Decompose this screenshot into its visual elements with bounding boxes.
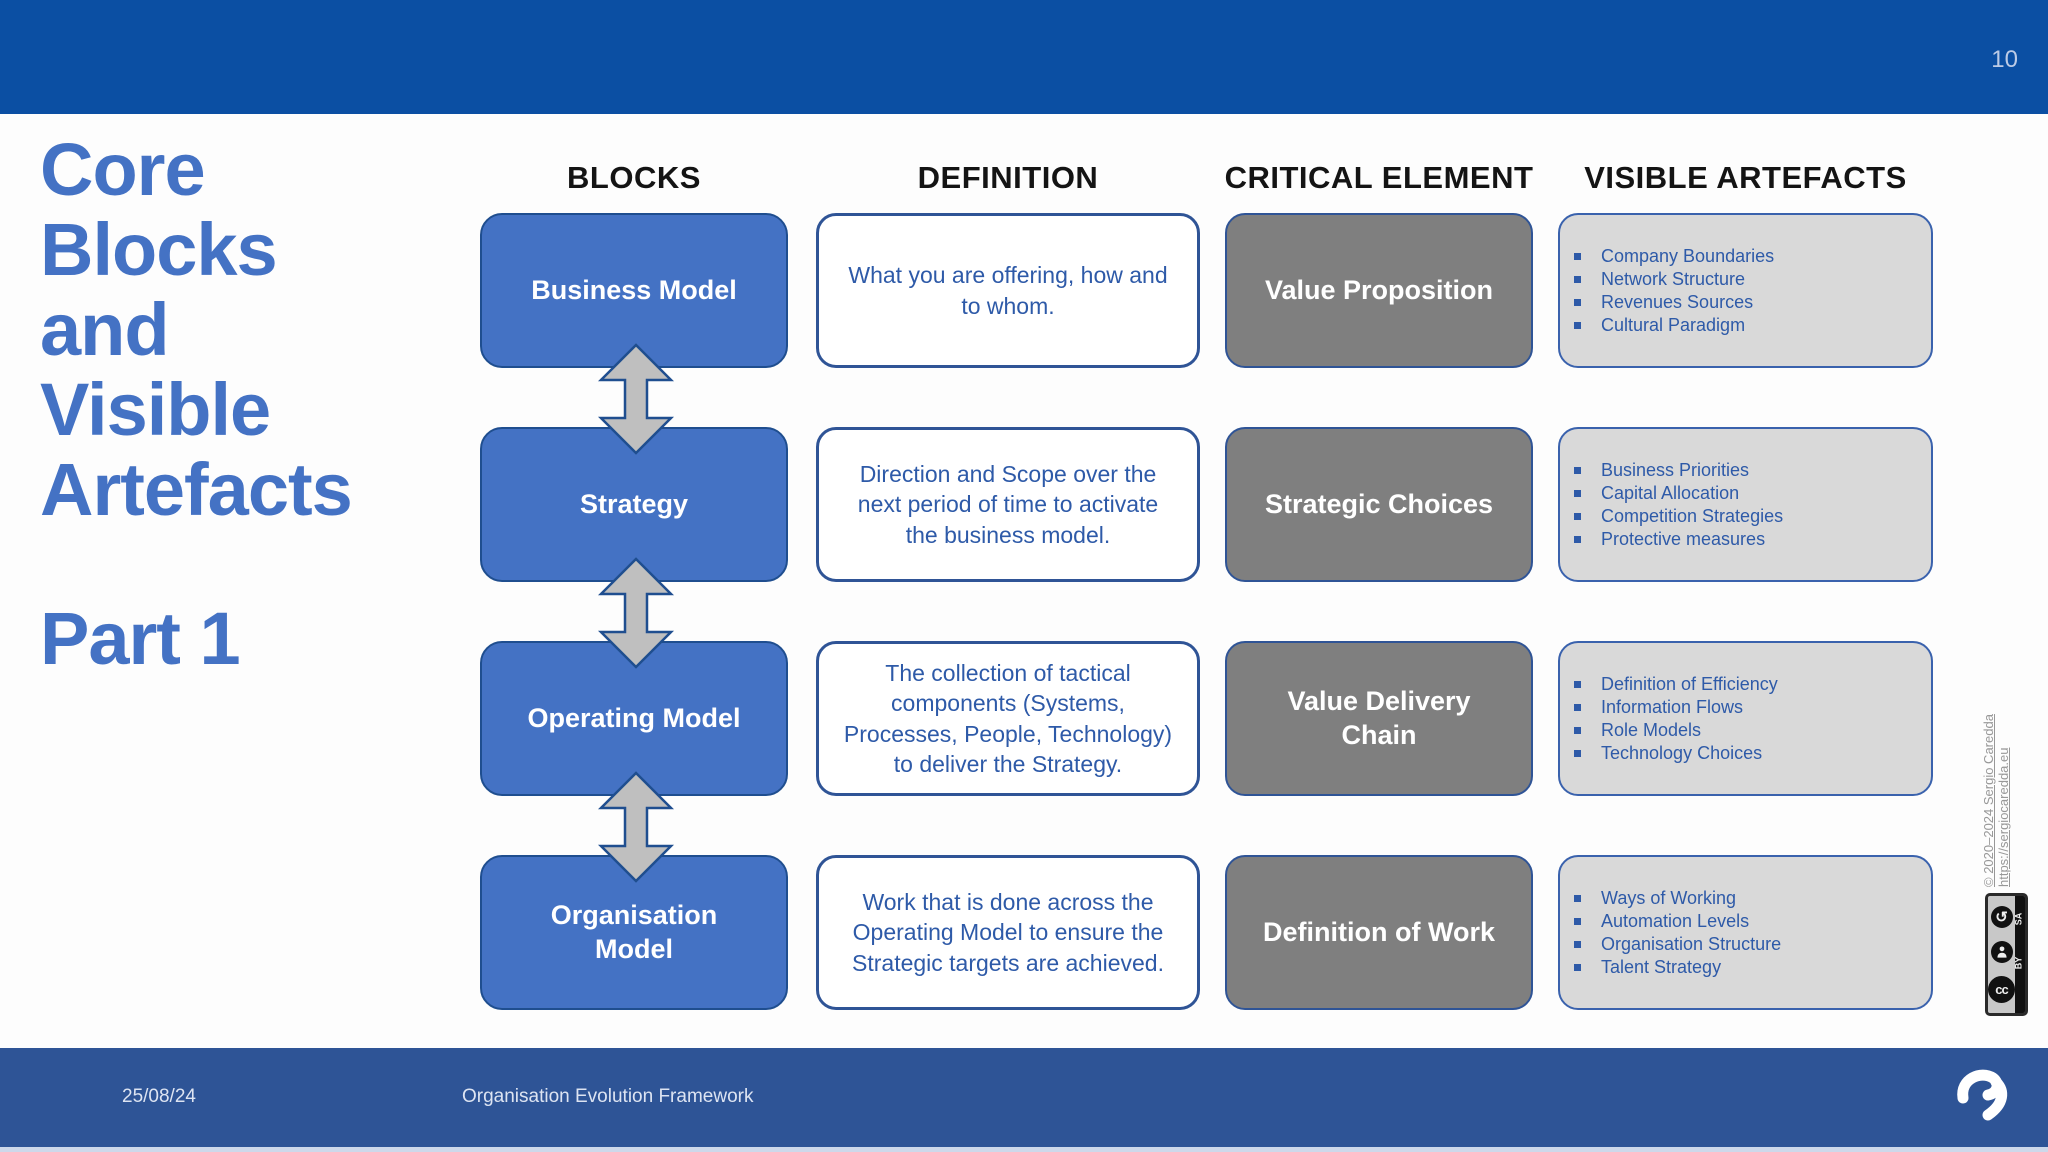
artefact-label: Role Models bbox=[1601, 720, 1702, 740]
title-line: Artefacts bbox=[40, 448, 353, 531]
brand-logo-icon bbox=[1957, 1069, 2008, 1121]
critical-element-box: Strategic Choices bbox=[1225, 427, 1533, 582]
artefact-item: Role Models bbox=[1574, 721, 1921, 739]
artefact-label: Protective measures bbox=[1601, 529, 1766, 549]
column-header-blocks: BLOCKS bbox=[567, 160, 701, 195]
bullet-square-icon bbox=[1574, 749, 1581, 757]
critical-element-box: Definition of Work bbox=[1225, 855, 1533, 1010]
bullet-square-icon bbox=[1574, 680, 1581, 688]
artefact-label: Network Structure bbox=[1601, 269, 1746, 289]
top-bar: 10 bbox=[0, 0, 2048, 114]
cc-license-icons: ↺ cc bbox=[1988, 896, 2015, 1013]
block-box-business-model: Business Model bbox=[480, 213, 788, 368]
artefact-label: Definition of Efficiency bbox=[1601, 674, 1778, 694]
website-link[interactable]: https://sergiocaredda.eu bbox=[1996, 747, 2011, 887]
bullet-square-icon bbox=[1574, 512, 1581, 520]
title-line: and bbox=[40, 288, 170, 371]
artefact-item: Organisation Structure bbox=[1574, 935, 1921, 953]
definition-box: Work that is done across the Operating M… bbox=[816, 855, 1200, 1010]
artefact-label: Company Boundaries bbox=[1601, 246, 1775, 266]
cc-license-labels: SA BY bbox=[2013, 896, 2025, 1013]
block-box-organisation-model: Organisation Model bbox=[480, 855, 788, 1010]
slide-title: Core Blocks and Visible Artefacts bbox=[40, 128, 353, 531]
critical-element-box: Value Proposition bbox=[1225, 213, 1533, 368]
double-arrow-icon bbox=[597, 771, 675, 883]
footer-framework-label: Organisation Evolution Framework bbox=[462, 1086, 754, 1107]
bullet-square-icon bbox=[1574, 275, 1581, 283]
artefact-item: Information Flows bbox=[1574, 698, 1921, 716]
artefact-item: Automation Levels bbox=[1574, 912, 1921, 930]
column-header-critical-element: CRITICAL ELEMENT bbox=[1224, 160, 1534, 195]
bullet-square-icon bbox=[1574, 535, 1581, 543]
artefacts-box: Ways of Working Automation Levels Organi… bbox=[1558, 855, 1933, 1010]
bullet-square-icon bbox=[1574, 321, 1581, 329]
artefacts-box: Business Priorities Capital Allocation C… bbox=[1558, 427, 1933, 582]
cc-license-badge[interactable]: ↺ cc SA BY bbox=[1985, 893, 2028, 1016]
share-alike-icon: ↺ bbox=[1990, 905, 2013, 928]
artefact-item: Technology Choices bbox=[1574, 744, 1921, 762]
footer-bar: 25/08/24 Organisation Evolution Framewor… bbox=[0, 1048, 2048, 1147]
artefact-item: Business Priorities bbox=[1574, 461, 1921, 479]
artefacts-box: Company Boundaries Network Structure Rev… bbox=[1558, 213, 1933, 368]
artefact-label: Competition Strategies bbox=[1601, 506, 1784, 526]
copyright-text: © 2020–2024 Sergio Caredda bbox=[1981, 714, 1996, 887]
artefact-label: Ways of Working bbox=[1601, 888, 1737, 908]
bullet-square-icon bbox=[1574, 963, 1581, 971]
double-arrow-icon bbox=[597, 343, 675, 455]
artefact-label: Revenues Sources bbox=[1601, 292, 1754, 312]
artefact-item: Company Boundaries bbox=[1574, 247, 1921, 265]
artefact-label: Organisation Structure bbox=[1601, 934, 1782, 954]
bullet-square-icon bbox=[1574, 894, 1581, 902]
artefact-item: Cultural Paradigm bbox=[1574, 316, 1921, 334]
artefact-label: Business Priorities bbox=[1601, 460, 1750, 480]
title-line: Blocks bbox=[40, 208, 278, 291]
page-number: 10 bbox=[1991, 46, 2018, 73]
copyright-note: © 2020–2024 Sergio Caredda https://sergi… bbox=[1981, 667, 2012, 887]
bullet-square-icon bbox=[1574, 703, 1581, 711]
artefact-item: Ways of Working bbox=[1574, 889, 1921, 907]
artefacts-box: Definition of Efficiency Information Flo… bbox=[1558, 641, 1933, 796]
bullet-square-icon bbox=[1574, 489, 1581, 497]
bullet-square-icon bbox=[1574, 298, 1581, 306]
block-box-operating-model: Operating Model bbox=[480, 641, 788, 796]
artefact-label: Capital Allocation bbox=[1601, 483, 1740, 503]
bullet-square-icon bbox=[1574, 726, 1581, 734]
bullet-square-icon bbox=[1574, 917, 1581, 925]
part-label: Part 1 bbox=[40, 597, 241, 680]
artefact-label: Automation Levels bbox=[1601, 911, 1750, 931]
footer-date: 25/08/24 bbox=[122, 1086, 196, 1107]
attribution-person-icon bbox=[1990, 940, 2013, 963]
bullet-square-icon bbox=[1574, 252, 1581, 260]
double-arrow-icon bbox=[597, 557, 675, 669]
artefact-label: Technology Choices bbox=[1601, 743, 1763, 763]
bottom-edge-strip bbox=[0, 1147, 2048, 1152]
artefact-label: Talent Strategy bbox=[1601, 957, 1722, 977]
artefact-item: Talent Strategy bbox=[1574, 958, 1921, 976]
bullet-square-icon bbox=[1574, 466, 1581, 474]
artefact-item: Capital Allocation bbox=[1574, 484, 1921, 502]
by-label: BY bbox=[2013, 956, 2024, 970]
artefact-item: Definition of Efficiency bbox=[1574, 675, 1921, 693]
column-header-visible-artefacts: VISIBLE ARTEFACTS bbox=[1584, 160, 1907, 195]
critical-element-box: Value Delivery Chain bbox=[1225, 641, 1533, 796]
title-line: Visible bbox=[40, 368, 271, 451]
artefact-label: Information Flows bbox=[1601, 697, 1744, 717]
artefact-item: Revenues Sources bbox=[1574, 293, 1921, 311]
column-header-definition: DEFINITION bbox=[917, 160, 1099, 195]
artefact-item: Competition Strategies bbox=[1574, 507, 1921, 525]
definition-box: The collection of tactical components (S… bbox=[816, 641, 1200, 796]
artefact-label: Cultural Paradigm bbox=[1601, 315, 1746, 335]
artefact-item: Network Structure bbox=[1574, 270, 1921, 288]
definition-box: What you are offering, how and to whom. bbox=[816, 213, 1200, 368]
title-line: Core bbox=[40, 128, 206, 211]
sa-label: SA bbox=[2013, 912, 2024, 926]
artefact-item: Protective measures bbox=[1574, 530, 1921, 548]
cc-icon: cc bbox=[1988, 976, 2015, 1004]
definition-box: Direction and Scope over the next period… bbox=[816, 427, 1200, 582]
bullet-square-icon bbox=[1574, 940, 1581, 948]
